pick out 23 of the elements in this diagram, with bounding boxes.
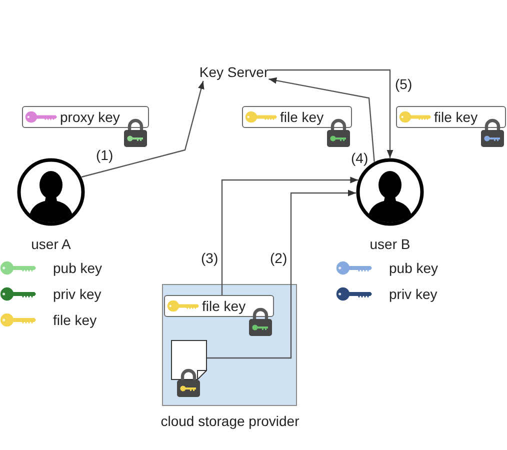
arrow bbox=[81, 80, 204, 178]
edge-label: (3) bbox=[201, 250, 218, 266]
tag-label: file key bbox=[280, 109, 324, 125]
legend-label: pub key bbox=[389, 260, 438, 276]
tag-label: proxy key bbox=[60, 109, 120, 125]
legend-label: priv key bbox=[53, 286, 102, 302]
user-name: user A bbox=[31, 236, 71, 252]
storage-label: cloud storage provider bbox=[160, 413, 300, 429]
edge-label: (1) bbox=[96, 147, 114, 163]
arrow bbox=[221, 176, 358, 295]
edge-label: (4) bbox=[351, 150, 368, 166]
legend-label: file key bbox=[53, 312, 97, 328]
arrow bbox=[268, 77, 375, 162]
user-name: user B bbox=[370, 236, 410, 252]
legend-label: priv key bbox=[389, 286, 438, 302]
edge-label: (2) bbox=[270, 250, 288, 266]
arrow bbox=[207, 190, 356, 359]
tag-label: file key bbox=[202, 298, 246, 314]
edge-label: (5) bbox=[395, 76, 412, 92]
tag-label: file key bbox=[434, 109, 478, 125]
legend-label: pub key bbox=[53, 260, 102, 276]
arrow bbox=[268, 69, 394, 158]
server-label: Key Server bbox=[199, 63, 269, 81]
